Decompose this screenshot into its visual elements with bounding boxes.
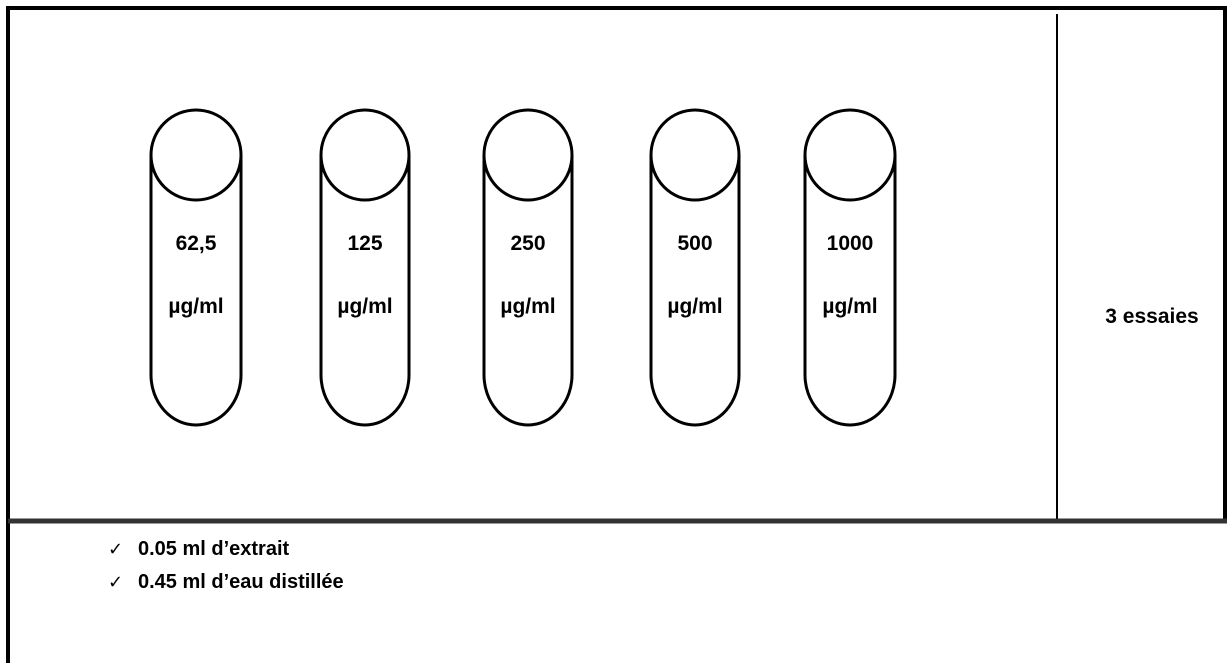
tube-unit: µg/ml [822,295,877,318]
trials-label: 3 essaies [1105,305,1198,328]
tube-body [649,155,741,427]
reagent-list: ✓ 0.05 ml d’extrait ✓ 0.45 ml d’eau dist… [108,533,344,599]
outer-frame [6,6,1227,663]
tube-body [803,155,897,427]
tube-value: 62,5 [176,232,217,255]
tube-body [482,155,574,427]
tube-unit: µg/ml [667,295,722,318]
tube-1: 62,5 µg/ml [149,108,243,427]
tube-top [482,108,574,202]
tube-2: 125 µg/ml [319,108,411,427]
tube-3: 250 µg/ml [482,108,574,427]
checkmark-icon: ✓ [108,572,124,592]
tube-unit: µg/ml [500,295,555,318]
tube-body [319,155,411,427]
tube-5: 1000 µg/ml [803,108,897,427]
tube-unit: µg/ml [168,295,223,318]
tube-value: 500 [677,232,712,255]
tube-value: 125 [347,232,382,255]
reagent-text: 0.05 ml d’extrait [138,538,290,560]
reagent-item: ✓ 0.45 ml d’eau distillée [108,566,344,599]
reagent-item: ✓ 0.05 ml d’extrait [108,533,344,566]
tube-body [149,155,243,427]
tube-value: 250 [510,232,545,255]
tube-top [319,108,411,202]
tube-top [649,108,741,202]
tube-value: 1000 [827,232,874,255]
tube-top [803,108,897,202]
tube-top [149,108,243,202]
reagent-text: 0.45 ml d’eau distillée [138,571,344,593]
tube-4: 500 µg/ml [649,108,741,427]
tube-unit: µg/ml [337,295,392,318]
checkmark-icon: ✓ [108,539,124,559]
